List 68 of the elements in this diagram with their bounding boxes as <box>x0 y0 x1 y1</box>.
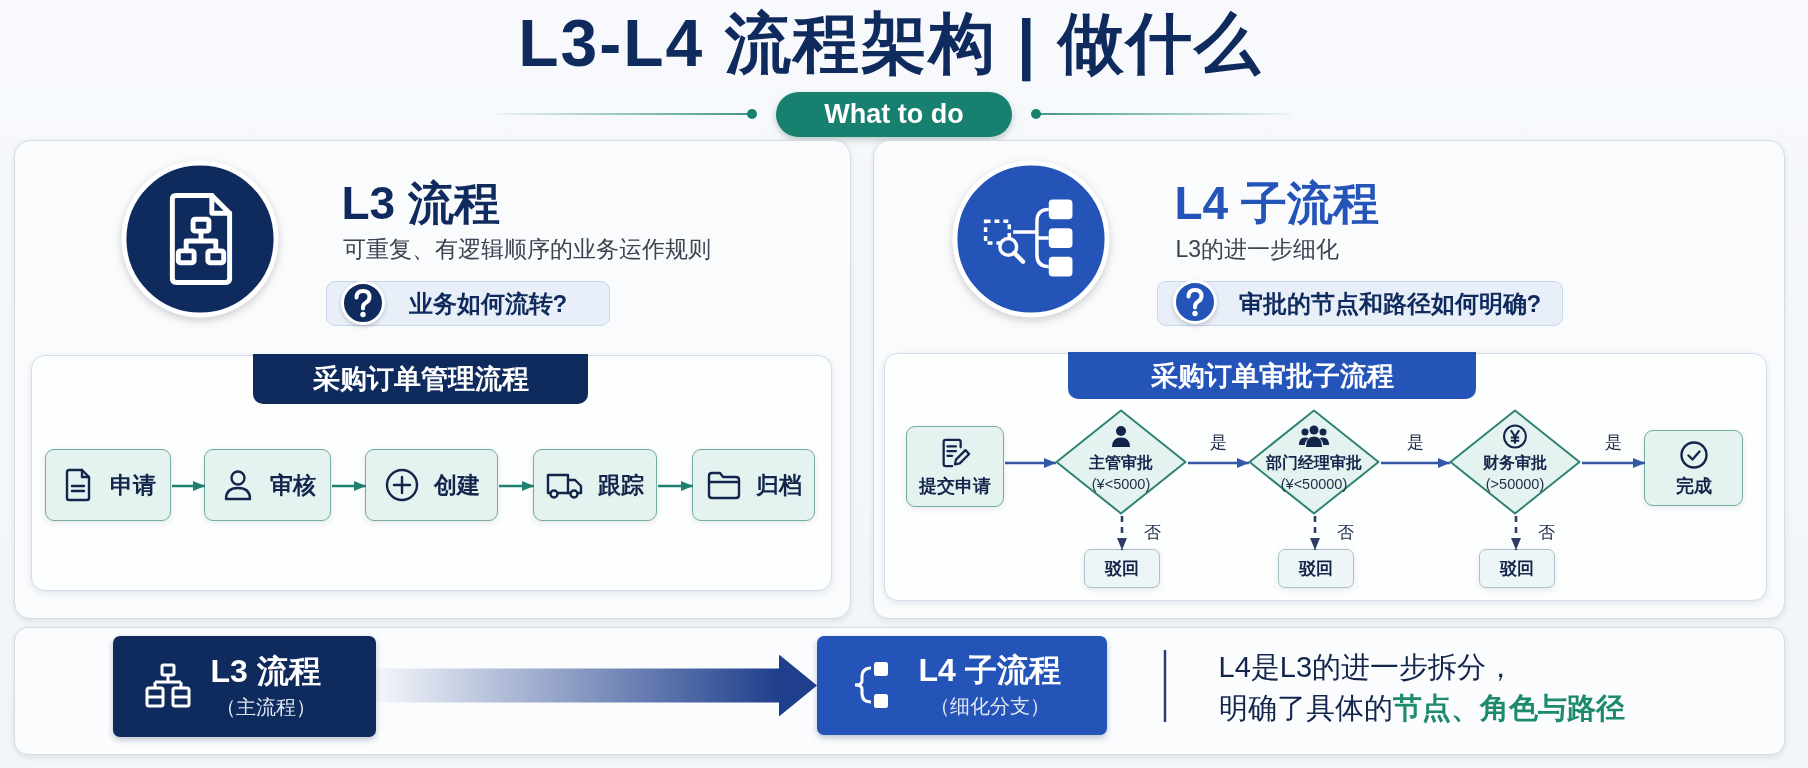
step-label: 审核 <box>269 471 316 499</box>
arrow <box>172 481 205 491</box>
edge-label: 是 <box>1208 433 1229 453</box>
step-label: 申请 <box>110 471 156 499</box>
process-box <box>365 449 498 521</box>
edge-label: 是 <box>1405 433 1426 453</box>
decision-label: 财务审批 <box>1483 453 1547 473</box>
arrow <box>332 481 366 491</box>
summary-box <box>112 635 376 737</box>
arrow <box>1582 458 1645 468</box>
subtitle-pill: What to do <box>776 92 1012 137</box>
box-subheading: （主流程） <box>215 695 316 720</box>
step-label: 提交申请 <box>919 475 991 497</box>
process-box <box>692 449 815 521</box>
panel-description: L3的进一步细化 <box>1175 234 1340 263</box>
decision-diamond <box>1449 409 1581 515</box>
box-subheading: （细化分支） <box>929 694 1050 719</box>
arrow <box>1005 458 1056 468</box>
question-text: 审批的节点和路径如何明确? <box>1238 289 1542 318</box>
decision-label: 部门经理审批 <box>1266 453 1362 473</box>
process-box: 驳回 <box>1479 549 1555 588</box>
process-box: 驳回 <box>1084 549 1160 588</box>
panel-heading: L3 流程 <box>341 178 500 227</box>
condition-label: (¥<5000) <box>1091 475 1151 494</box>
edge-label: 是 <box>1603 433 1624 453</box>
box-heading: L3 流程 <box>210 652 321 690</box>
decision-label: 主管审批 <box>1089 453 1153 473</box>
box-heading: L4 子流程 <box>918 651 1061 689</box>
process-panel <box>30 354 832 591</box>
arrow <box>1381 458 1450 468</box>
edge-label: 否 <box>1335 523 1356 543</box>
question-banner <box>1156 280 1563 326</box>
condition-label: (>50000) <box>1485 475 1545 494</box>
summary-text: L4是L3的进一步拆分，明确了具体的节点、角色与路径 <box>1218 649 1626 726</box>
decision-diamond <box>1055 409 1187 515</box>
summary-band <box>14 627 1785 755</box>
process-box <box>533 449 657 521</box>
process-panel <box>883 352 1767 601</box>
panel-heading: L4 子流程 <box>1174 178 1379 227</box>
summary-box <box>816 635 1107 735</box>
arrow <box>658 481 693 491</box>
header-tab: 采购订单审批子流程 <box>1068 352 1476 399</box>
condition-label: (¥<50000) <box>1280 475 1348 494</box>
block-arrow <box>376 654 817 717</box>
question-banner <box>325 280 610 326</box>
process-box <box>1644 430 1743 506</box>
process-box: 驳回 <box>1278 549 1354 588</box>
process-box <box>204 449 331 521</box>
step-label: 跟踪 <box>598 471 644 499</box>
question-text: 业务如何流转? <box>408 289 568 318</box>
dashed-arrow <box>1511 516 1521 550</box>
step-label: 归档 <box>755 471 802 499</box>
arrow <box>499 481 534 491</box>
info-panel <box>14 140 851 619</box>
edge-label: 否 <box>1536 523 1557 543</box>
page-title: L3-L4 流程架构 | 做什么 <box>518 5 1262 82</box>
dashed-arrow <box>1310 516 1320 550</box>
process-box <box>906 426 1004 507</box>
panel-description: 可重复、有逻辑顺序的业务运作规则 <box>342 234 711 263</box>
step-label: 完成 <box>1675 474 1712 497</box>
header-tab: 采购订单管理流程 <box>253 354 588 404</box>
edge-label: 否 <box>1142 523 1163 543</box>
info-panel <box>873 140 1785 619</box>
arrow <box>1188 458 1249 468</box>
decision-diamond <box>1248 409 1380 515</box>
step-label: 创建 <box>433 471 480 499</box>
process-box <box>45 449 171 521</box>
dashed-arrow <box>1117 516 1127 550</box>
